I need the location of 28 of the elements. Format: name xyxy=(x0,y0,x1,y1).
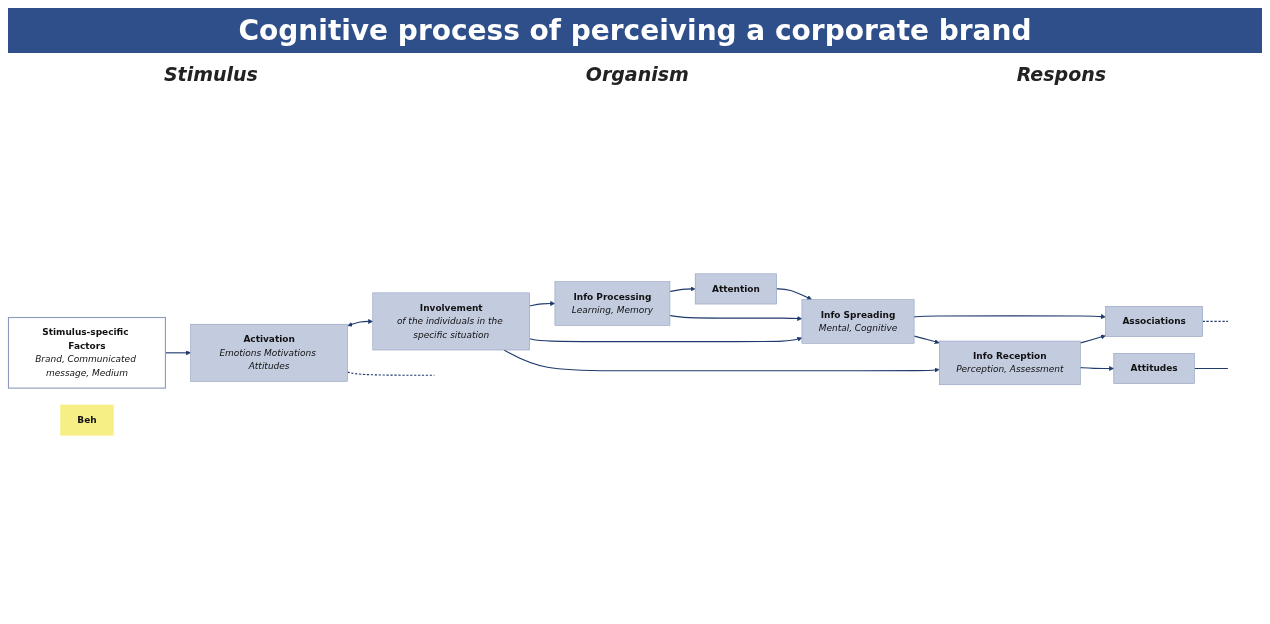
node-box: Info Spreading Mental, Cognitive xyxy=(801,299,915,344)
node-box: Attitudes xyxy=(1113,353,1195,384)
arrow xyxy=(1079,366,1114,371)
node-box: Stimulus-specific Factors Brand, Communicated message, Medium xyxy=(7,316,166,389)
node-box: Beh xyxy=(60,404,114,436)
node-box: Info Reception Perception, Assessment xyxy=(939,340,1081,386)
arrow xyxy=(529,301,556,307)
arrow xyxy=(913,335,940,345)
node-box: Info Processing Learning, Memory xyxy=(554,281,671,326)
arrow xyxy=(669,314,803,321)
column-heading: Organism xyxy=(585,63,689,85)
arrow xyxy=(529,336,803,343)
arrow xyxy=(347,318,373,327)
column-heading: Stimulus xyxy=(163,63,258,85)
arrow xyxy=(503,349,940,373)
connector xyxy=(1202,320,1229,322)
arrow xyxy=(1079,334,1106,344)
node-box: Attention xyxy=(694,273,777,305)
connector xyxy=(1193,367,1229,370)
title-banner: Cognitive process of perceiving a corporate brand xyxy=(8,8,1262,53)
column-heading: Respons xyxy=(1016,63,1107,85)
node-box: Activation Emotions Motivations Attitudes xyxy=(190,323,348,382)
node-box: Associations xyxy=(1105,306,1203,337)
arrow xyxy=(913,314,1106,320)
connector xyxy=(347,371,435,376)
arrow xyxy=(776,288,812,300)
arrow xyxy=(669,286,696,293)
node-box: Involvement of the individuals in the specific situation xyxy=(372,292,530,351)
